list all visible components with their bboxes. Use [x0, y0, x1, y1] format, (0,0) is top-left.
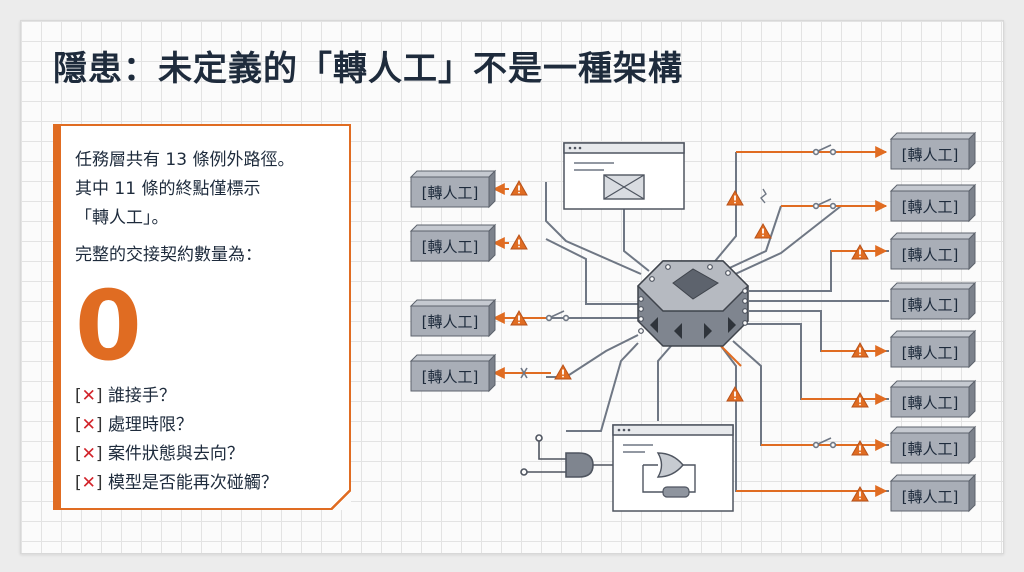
warning-icon: [554, 364, 572, 380]
box-label: [轉人工]: [422, 184, 479, 202]
handoff-box-right-8: [轉人工]: [890, 474, 976, 512]
box-label: [轉人工]: [902, 394, 959, 412]
handoff-box-right-4: [轉人工]: [890, 282, 976, 320]
box-label: [轉人工]: [422, 313, 479, 331]
box-label: [轉人工]: [902, 198, 959, 216]
break-icon: [520, 367, 528, 379]
checklist-item: [✕] 模型是否能再次碰觸？: [75, 473, 278, 493]
window-icon: [612, 424, 734, 512]
slide: 隱患：未定義的「轉人工」不是一種架構 任務層共有 13 條例外路徑。 其中 11…: [20, 20, 1004, 554]
wire: [720, 345, 889, 492]
handoff-box-left-4: [轉人工]: [410, 354, 496, 392]
checklist-item: [✕] 誰接手？: [75, 386, 176, 406]
handoff-box-right-5: [轉人工]: [890, 330, 976, 368]
wire: [657, 345, 672, 421]
handoff-box-left-3: [轉人工]: [410, 299, 496, 337]
summary-line-3: 「轉人工」。: [75, 208, 169, 228]
warning-icon: [851, 486, 869, 502]
box-label: [轉人工]: [902, 146, 959, 164]
box-label: [轉人工]: [902, 488, 959, 506]
summary-line-1: 任務層共有 13 條例外路徑。: [75, 150, 295, 170]
chip-icon: [636, 260, 750, 347]
handoff-box-right-6: [轉人工]: [890, 380, 976, 418]
handoff-box-right-2: [轉人工]: [890, 184, 976, 222]
summary-text: 任務層共有 13 條例外路徑。 其中 11 條的終點僅標示 「轉人工」。: [75, 146, 337, 233]
warning-icon: [510, 180, 528, 196]
wire: [566, 342, 639, 432]
box-label: [轉人工]: [902, 296, 959, 314]
cross-icon: ✕: [81, 473, 96, 493]
wire: [545, 182, 642, 275]
warning-icon: [754, 223, 772, 239]
handoff-box-right-1: [轉人工]: [890, 132, 976, 170]
wire: [623, 206, 650, 272]
cross-icon: ✕: [81, 415, 96, 435]
summary-line-2: 其中 11 條的終點僅標示: [75, 179, 261, 199]
spark-icon: [760, 188, 767, 204]
logic-gate-icon: [520, 434, 613, 478]
wire: [545, 238, 638, 305]
contract-count: 0: [75, 270, 142, 382]
switch-icon: [812, 437, 837, 449]
arrow: [720, 345, 742, 367]
box-label: [轉人工]: [902, 440, 959, 458]
switch-icon: [812, 144, 837, 156]
wire: [710, 152, 737, 267]
warning-icon: [510, 234, 528, 250]
wire: [730, 205, 842, 277]
handoff-box-right-3: [轉人工]: [890, 232, 976, 270]
switch-icon: [545, 310, 570, 322]
box-label: [轉人工]: [422, 238, 479, 256]
warning-icon: [851, 440, 869, 456]
handoff-diagram: [轉人工] [轉人工] [轉人工] [轉人工] [轉人工] [轉人工] [轉人工…: [410, 132, 976, 512]
wire: [741, 323, 889, 400]
handoff-box-left-1: [轉人工]: [410, 170, 496, 208]
corner-notch: [329, 488, 351, 510]
window-icon: [563, 142, 685, 210]
cross-icon: ✕: [81, 444, 96, 464]
checklist-item: [✕] 處理時限？: [75, 415, 193, 435]
wire: [722, 205, 782, 272]
contract-question: 完整的交接契約數量為：: [75, 245, 262, 265]
handoff-box-left-2: [轉人工]: [410, 224, 496, 262]
page-title: 隱患：未定義的「轉人工」不是一種架構: [53, 49, 683, 89]
switch-icon: [812, 198, 837, 210]
handoff-box-right-7: [轉人工]: [890, 426, 976, 464]
wire: [749, 310, 889, 352]
checklist-item: [✕] 案件狀態與去向？: [75, 444, 244, 464]
box-label: [轉人工]: [902, 344, 959, 362]
box-label: [轉人工]: [422, 368, 479, 386]
summary-callout: 任務層共有 13 條例外路徑。 其中 11 條的終點僅標示 「轉人工」。 完整的…: [53, 124, 351, 510]
warning-icon: [726, 190, 744, 206]
missing-checklist: [✕] 誰接手？ [✕] 處理時限？ [✕] 案件狀態與去向？ [✕] 模型是否…: [75, 382, 278, 498]
cross-icon: ✕: [81, 386, 96, 406]
warning-icon: [726, 386, 744, 402]
box-label: [轉人工]: [902, 246, 959, 264]
